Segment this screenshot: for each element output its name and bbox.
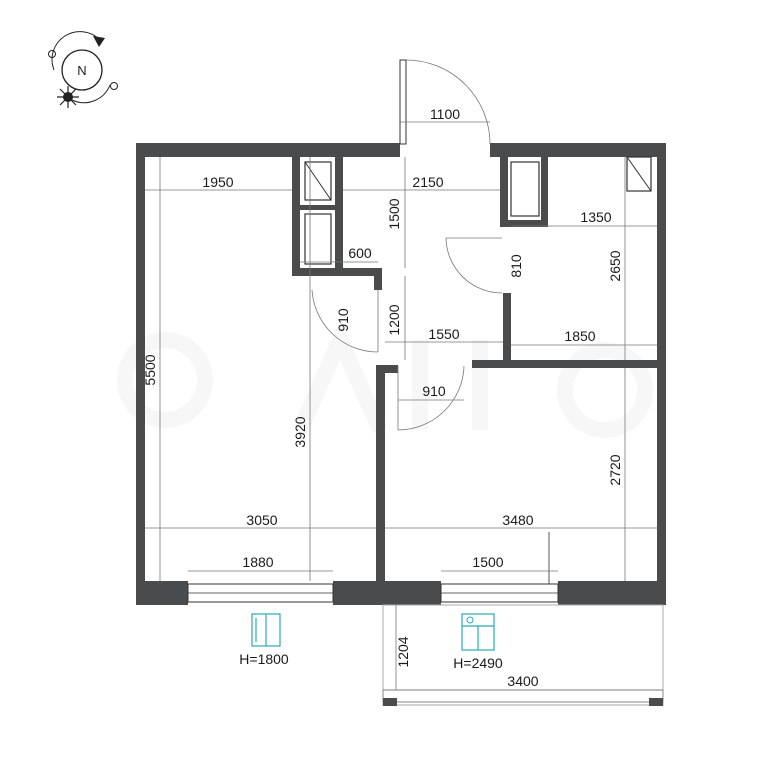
window-labels: H=1800 H=2490 <box>239 651 503 671</box>
dim-hall-depth: 1200 <box>386 304 402 335</box>
wardrobe-cell-bottom <box>304 213 332 265</box>
dim-entry-door: 1100 <box>430 106 460 122</box>
dim-hall-bottom: 1550 <box>428 326 459 342</box>
inner-doors <box>311 237 503 431</box>
dim-room1-width: 3050 <box>246 512 277 528</box>
compass-ring <box>61 49 103 91</box>
entry-door-swing <box>405 59 491 145</box>
bottom-wall-right <box>558 581 666 605</box>
compass-dot-icon <box>110 82 118 90</box>
bath-wall-left-top <box>500 157 508 227</box>
window1-height-label: H=1800 <box>239 651 289 667</box>
bath-wall-left-bottom <box>503 293 511 361</box>
compass: N <box>48 31 118 108</box>
dim-bath-height: 2650 <box>607 250 623 281</box>
balcony-outline <box>382 604 664 706</box>
fixtures <box>304 156 652 265</box>
dim-kitchen-width: 3480 <box>502 512 533 528</box>
entry-door <box>399 59 491 145</box>
dim-wardrobe-height: 1500 <box>386 198 402 229</box>
dim-room1-height: 5500 <box>142 354 158 385</box>
dim-kitchen-height: 2720 <box>607 454 623 485</box>
dim-window2-width: 1500 <box>472 554 503 570</box>
dim-room1-inner-height: 3920 <box>292 416 308 447</box>
window-2-icon <box>461 613 495 651</box>
top-wall-left <box>136 143 400 157</box>
wardrobe-wall-left <box>292 157 300 275</box>
bottom-wall-left <box>136 581 188 605</box>
dim-room1-door: 910 <box>335 308 351 332</box>
kitchen-top-wall-left <box>472 360 510 368</box>
entry-door-leaf <box>399 59 407 145</box>
kitchen-top-wall <box>503 360 666 368</box>
dim-wardrobe-width: 600 <box>348 245 372 261</box>
dim-hall-top: 2150 <box>412 174 443 190</box>
dim-window1-width: 1880 <box>242 554 273 570</box>
room1-door-swing <box>311 289 379 353</box>
wardrobe-shelf <box>300 205 335 210</box>
bottom-wall-mid <box>333 581 441 605</box>
right-wall <box>657 143 666 605</box>
bath-wall-niche-right <box>541 157 548 227</box>
sun-icon <box>57 86 79 108</box>
wardrobe-cell-top <box>304 161 332 201</box>
wardrobe-wall-right <box>335 157 343 275</box>
partition-wall <box>376 365 385 581</box>
dimension-labels: 1100 1950 2150 1500 600 910 1200 1550 91… <box>142 106 623 689</box>
top-wall-right <box>490 143 666 157</box>
dim-balcony-depth: 1204 <box>395 636 411 667</box>
window2-height-label: H=2490 <box>453 655 503 671</box>
balcony-rail <box>382 689 664 703</box>
compass-arc <box>51 31 101 71</box>
dim-bath-width: 1350 <box>580 209 611 225</box>
compass-arc-lower <box>71 84 111 104</box>
compass-dot-icon <box>48 50 56 58</box>
walls <box>136 143 666 605</box>
compass-label: N <box>77 63 86 78</box>
dimension-lines <box>145 121 663 691</box>
bath-niche <box>510 161 540 217</box>
windows <box>187 532 559 603</box>
balcony <box>382 604 664 706</box>
kitchen-vent <box>626 156 652 192</box>
dim-room1-top: 1950 <box>202 174 233 190</box>
window-1-icon <box>251 613 281 647</box>
dim-room2-door: 910 <box>422 383 446 399</box>
partition-stub <box>376 365 398 373</box>
room2-door-swing <box>397 365 465 431</box>
bath-door-swing <box>445 237 503 294</box>
wardrobe-wall-stub <box>374 268 382 290</box>
bath-wall-niche <box>500 220 548 227</box>
dim-bath-door: 810 <box>508 254 524 278</box>
balcony-post-left <box>383 698 397 706</box>
dim-kitchen-top: 1850 <box>564 328 595 344</box>
left-wall <box>136 143 145 605</box>
balcony-post-right <box>649 698 663 706</box>
dim-balcony-width: 3400 <box>507 673 538 689</box>
north-pointer-icon <box>93 36 105 47</box>
